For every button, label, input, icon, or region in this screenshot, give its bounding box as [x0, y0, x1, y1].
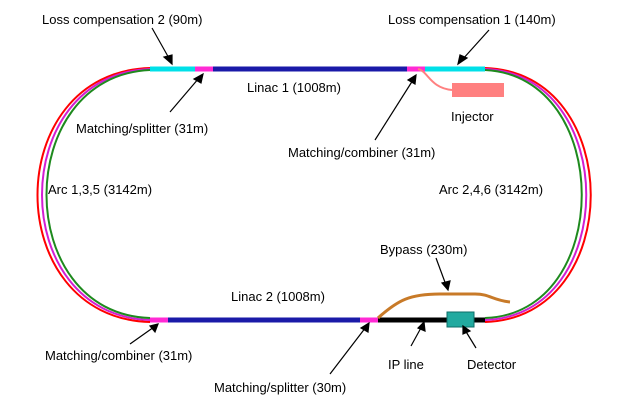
- arrow-matching-splitter-bottom-head: [359, 321, 370, 333]
- label-matching-combiner-bottom: Matching/combiner (31m): [45, 348, 192, 363]
- arrow-matching-splitter-bottom: [329, 326, 367, 375]
- label-detector: Detector: [467, 357, 517, 372]
- label-loss-compensation-1: Loss compensation 1 (140m): [388, 12, 556, 27]
- injector-line: [417, 68, 453, 91]
- arc-right-green: [484, 69, 583, 319]
- arrow-loss-compensation-2-head: [162, 54, 173, 66]
- label-matching-splitter-top: Matching/splitter (31m): [76, 121, 208, 136]
- arrow-matching-combiner-top: [374, 79, 414, 141]
- bypass-line: [376, 292, 511, 320]
- label-matching-combiner-top: Matching/combiner (31m): [288, 145, 435, 160]
- label-loss-compensation-2: Loss compensation 2 (90m): [42, 12, 202, 27]
- detector-box: [446, 311, 475, 328]
- label-linac-2: Linac 2 (1008m): [231, 289, 325, 304]
- arc-left-magenta: [41, 68, 151, 321]
- label-injector: Injector: [451, 109, 494, 124]
- arc-right-red: [484, 67, 592, 323]
- injector-box: [452, 83, 504, 97]
- arrow-detector-head: [462, 324, 472, 335]
- arrow-bypass-head: [440, 280, 451, 292]
- arrow-loss-compensation-1-head: [457, 54, 469, 66]
- pointer-arrows: [129, 27, 490, 375]
- arc-right: [484, 67, 592, 323]
- label-arc-right: Arc 2,4,6 (3142m): [439, 182, 543, 197]
- arrow-bypass: [435, 257, 447, 286]
- arrow-matching-splitter-top-head: [192, 72, 204, 84]
- arrow-loss-compensation-2: [151, 27, 171, 61]
- arrow-matching-combiner-top-head: [406, 73, 417, 85]
- arc-left: [36, 67, 151, 323]
- arrow-matching-combiner-bottom-head: [148, 323, 159, 334]
- label-ip-line: IP line: [388, 357, 424, 372]
- arc-right-magenta: [484, 68, 588, 321]
- arrow-ip-line-head: [416, 320, 426, 332]
- arrow-matching-combiner-bottom: [129, 326, 155, 345]
- arc-left-red: [36, 67, 151, 323]
- arc-left-green: [45, 69, 151, 319]
- label-arc-left: Arc 1,3,5 (3142m): [48, 182, 152, 197]
- arrow-matching-splitter-top: [169, 77, 200, 113]
- arrow-loss-compensation-1: [461, 29, 490, 61]
- label-matching-splitter-bottom: Matching/splitter (30m): [214, 380, 346, 395]
- label-bypass: Bypass (230m): [380, 242, 467, 257]
- label-linac-1: Linac 1 (1008m): [247, 80, 341, 95]
